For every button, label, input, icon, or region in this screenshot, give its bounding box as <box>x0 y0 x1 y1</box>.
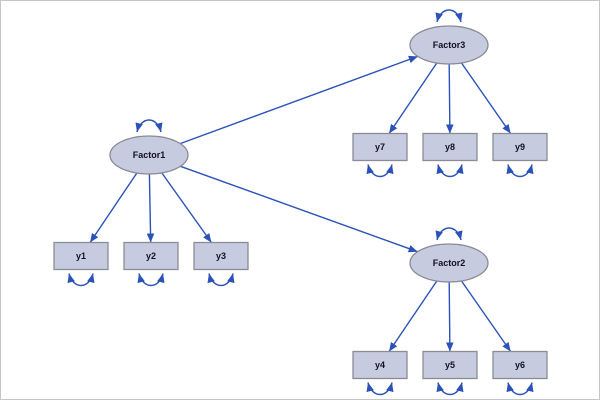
node-label-factor2: Factor2 <box>433 258 466 268</box>
variance-loops-layer <box>67 9 534 396</box>
variance-loop-y4 <box>366 382 394 396</box>
variance-loop-y7 <box>366 164 394 178</box>
observed-node-y4 <box>352 350 408 380</box>
node-label-y9: y9 <box>515 142 525 152</box>
variance-loop-factor2 <box>435 227 463 241</box>
path-factor2-y5 <box>446 281 454 352</box>
variance-loop-y8 <box>436 164 464 178</box>
path-factor2-y6 <box>460 280 512 352</box>
node-label-y6: y6 <box>515 360 525 370</box>
variance-loop-factor1 <box>135 119 163 133</box>
path-factor3-y9 <box>460 62 512 134</box>
observed-node-y5 <box>422 350 478 380</box>
node-label-y7: y7 <box>375 142 385 152</box>
node-label-y3: y3 <box>216 251 226 261</box>
observed-node-y9 <box>492 132 548 162</box>
path-factor3-y8 <box>446 63 454 134</box>
observed-node-y6 <box>492 350 548 380</box>
observed-node-y2 <box>123 241 179 271</box>
path-factor1-y1 <box>89 172 138 243</box>
variance-loop-y2 <box>137 273 165 287</box>
path-factor1-y3 <box>161 172 212 243</box>
variance-loop-y6 <box>506 382 534 396</box>
path-factor1-factor3 <box>179 55 419 145</box>
path-factor1-y2 <box>146 173 155 243</box>
latent-node-factor2 <box>409 243 489 283</box>
node-label-y2: y2 <box>146 251 156 261</box>
path-factor2-y4 <box>388 280 438 352</box>
path-factor3-y7 <box>388 62 438 134</box>
node-label-y8: y8 <box>445 142 455 152</box>
node-label-y4: y4 <box>375 360 385 370</box>
node-label-y1: y1 <box>76 251 86 261</box>
variance-loop-factor3 <box>435 9 463 23</box>
observed-node-y7 <box>352 132 408 162</box>
latent-node-factor3 <box>409 25 489 65</box>
variance-loop-y3 <box>207 273 235 287</box>
latent-node-factor1 <box>109 135 189 175</box>
path-factor1-factor2 <box>180 165 418 253</box>
observed-node-y1 <box>53 241 109 271</box>
node-label-factor1: Factor1 <box>133 150 166 160</box>
variance-loop-y9 <box>506 164 534 178</box>
variance-loop-y5 <box>436 382 464 396</box>
observed-node-y8 <box>422 132 478 162</box>
edges-layer <box>89 55 512 352</box>
node-label-factor3: Factor3 <box>433 40 466 50</box>
node-label-y5: y5 <box>445 360 455 370</box>
observed-node-y3 <box>193 241 249 271</box>
variance-loop-y1 <box>67 273 95 287</box>
